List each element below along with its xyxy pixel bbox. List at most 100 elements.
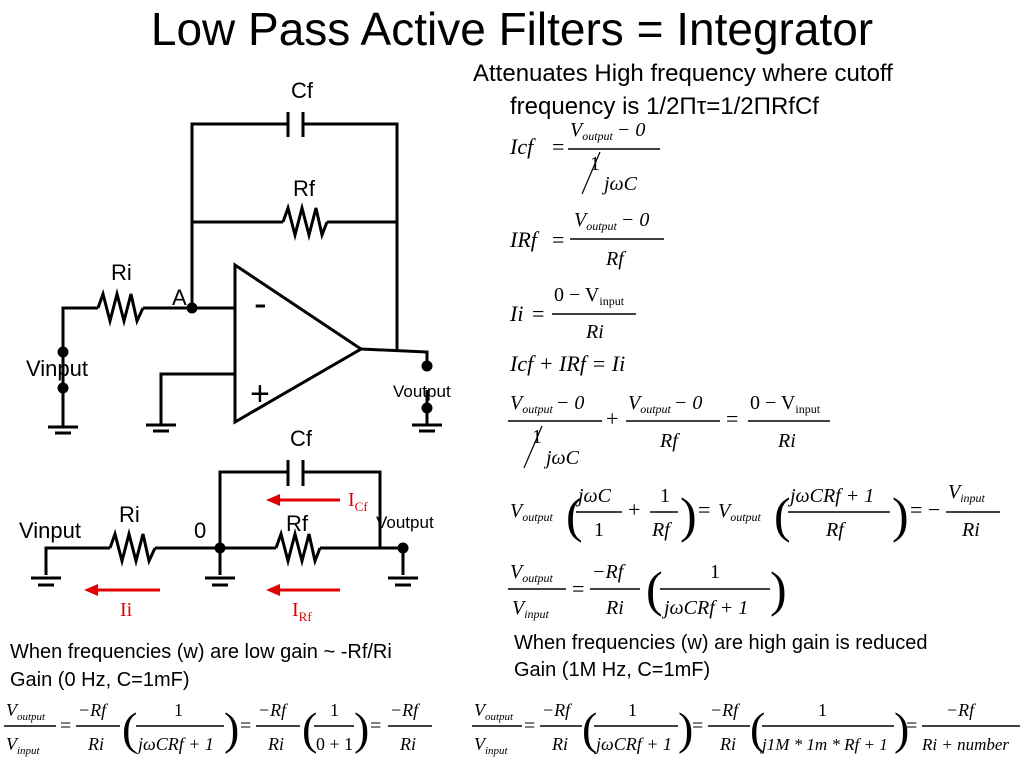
low-eq-3: =	[370, 715, 381, 737]
irf-num-v: V	[574, 209, 589, 231]
icf-label-sub: Cf	[355, 499, 369, 514]
tf-lhs-den: Vinput	[512, 597, 550, 621]
high-frequency-gain-equation: Voutput Vinput = −Rf Ri ( 1 jωCRf + 1 ) …	[472, 700, 1020, 757]
low-eq-1: =	[60, 715, 71, 737]
high-eq-3: =	[906, 715, 917, 737]
slide-title: Low Pass Active Filters = Integrator	[150, 3, 874, 55]
input-wire	[61, 306, 98, 400]
tf-lhs-num-main: V	[510, 561, 525, 583]
factor-vin-main: V	[948, 481, 963, 503]
factor-eq-2: = −	[910, 497, 940, 522]
factor-rf-2: Rf	[825, 519, 846, 541]
ri-label-2: Ri	[119, 502, 140, 527]
ii-num-sub: input	[599, 294, 624, 308]
node-a-label: A	[172, 285, 187, 310]
output-wire	[360, 347, 429, 365]
factor-eq-1: =	[698, 497, 710, 522]
ground-symbol-opamp	[146, 423, 176, 433]
factor-v1-sub: output	[522, 510, 553, 524]
high-paren-l-1: (	[582, 703, 597, 754]
vinput-label: Vinput	[26, 356, 88, 381]
tf-ri: Ri	[605, 597, 624, 619]
high-paren-l-2: (	[750, 703, 765, 754]
irf-den: Rf	[605, 248, 626, 270]
irf-label-sub: Rf	[299, 609, 313, 624]
irf-arrow	[266, 584, 340, 596]
low-den-1: jωCRf + 1	[136, 734, 214, 754]
factor-rf: Rf	[651, 519, 672, 541]
voutput-terminal-2	[397, 542, 409, 554]
node-0-label: 0	[194, 518, 206, 543]
sum-term3-den: Ri	[777, 430, 796, 452]
tf-den: jωCRf + 1	[661, 597, 748, 619]
sum-term1-v: V	[510, 392, 525, 414]
high-paren-r-2: )	[894, 703, 909, 754]
cf-label: Cf	[291, 78, 314, 103]
sum-term2-sub: output	[640, 402, 671, 416]
derivation-equations: Icf = Voutput− 0 1 jωC IRf = Voutput− 0 …	[508, 119, 1000, 621]
ground-symbol-vinput-2	[31, 576, 61, 587]
low-paren-r-2: )	[354, 703, 369, 754]
low-ri-1: Ri	[87, 734, 104, 754]
node-a-dot	[186, 302, 198, 314]
cf-wire-left-2	[218, 470, 288, 575]
high-lhs-den-main: V	[474, 734, 487, 754]
low-frequency-note-line-2: Gain (0 Hz, C=1mF)	[10, 669, 190, 691]
description-line-2: frequency is 1/2Πτ=1/2ΠRfCf	[510, 93, 819, 120]
voutput-label-2: Voutput	[376, 513, 434, 532]
rf-resistor	[281, 202, 329, 241]
factor-paren-right-1: )	[680, 487, 697, 543]
ground-symbol-voutput-2	[388, 576, 418, 587]
low-paren-r-1: )	[224, 703, 239, 754]
factor-vin-sub: input	[960, 491, 985, 505]
factor-one-2: 1	[660, 485, 670, 507]
sum-term1-tail: − 0	[556, 392, 585, 414]
sum-eq: =	[726, 406, 738, 431]
sum-term3-num: 0 − Vinput	[750, 392, 821, 416]
ri-resistor	[96, 288, 145, 327]
ground-symbol-voutput	[412, 423, 442, 433]
kcl-equation: Icf + IRf = Ii	[509, 351, 625, 376]
factor-plus: +	[628, 497, 640, 522]
icf-slash	[581, 151, 601, 195]
high-one-2: 1	[818, 700, 827, 720]
ii-den: Ri	[585, 321, 604, 343]
input-wire-2	[44, 546, 110, 575]
high-den-1: jωCRf + 1	[594, 734, 672, 754]
voutput-terminal-top	[421, 360, 433, 372]
factor-num-2: jωCRf + 1	[787, 485, 874, 507]
low-lhs-den-main: V	[6, 734, 19, 754]
high-neg-rf-1: −Rf	[542, 700, 573, 720]
low-one-2: 1	[330, 700, 339, 720]
ii-label: Ii	[120, 599, 133, 621]
op-amp-triangle	[233, 262, 364, 425]
high-neg-rf-2: −Rf	[710, 700, 741, 720]
factor-ri: Ri	[961, 519, 980, 541]
non-inverting-input-label: +	[250, 375, 270, 413]
low-lhs-den: Vinput	[6, 734, 41, 757]
tf-neg-rf: −Rf	[592, 561, 626, 583]
factor-v2-main: V	[718, 500, 733, 522]
vinput-terminal-bottom	[57, 382, 69, 394]
low-frequency-note-line-1: When frequencies (w) are low gain ~ -Rf/…	[10, 641, 392, 663]
high-ri-1: Ri	[551, 734, 568, 754]
irf-eq: =	[552, 227, 564, 252]
tf-one: 1	[710, 561, 720, 583]
voutput-terminal-bottom	[421, 402, 433, 414]
high-den-2: j1M * 1m * Rf + 1	[760, 735, 888, 754]
ii-arrow	[84, 584, 160, 596]
irf-num-sub: output	[586, 219, 617, 233]
icf-num-v: V	[570, 119, 585, 141]
factor-vin: Vinput	[948, 481, 986, 505]
high-lhs-den-sub: input	[485, 745, 509, 757]
factor-one-1: 1	[594, 519, 604, 541]
tf-lhs-den-sub: input	[524, 607, 549, 621]
tf-paren-right: )	[770, 561, 787, 617]
irf-label-main: I	[292, 599, 299, 621]
icf-num-sub: output	[582, 129, 613, 143]
factor-paren-right-2: )	[892, 487, 909, 543]
factor-paren-left-1: (	[566, 487, 583, 543]
icf-eq: =	[552, 134, 564, 159]
high-ri-2: Ri	[719, 734, 736, 754]
low-paren-l-2: (	[302, 703, 317, 754]
